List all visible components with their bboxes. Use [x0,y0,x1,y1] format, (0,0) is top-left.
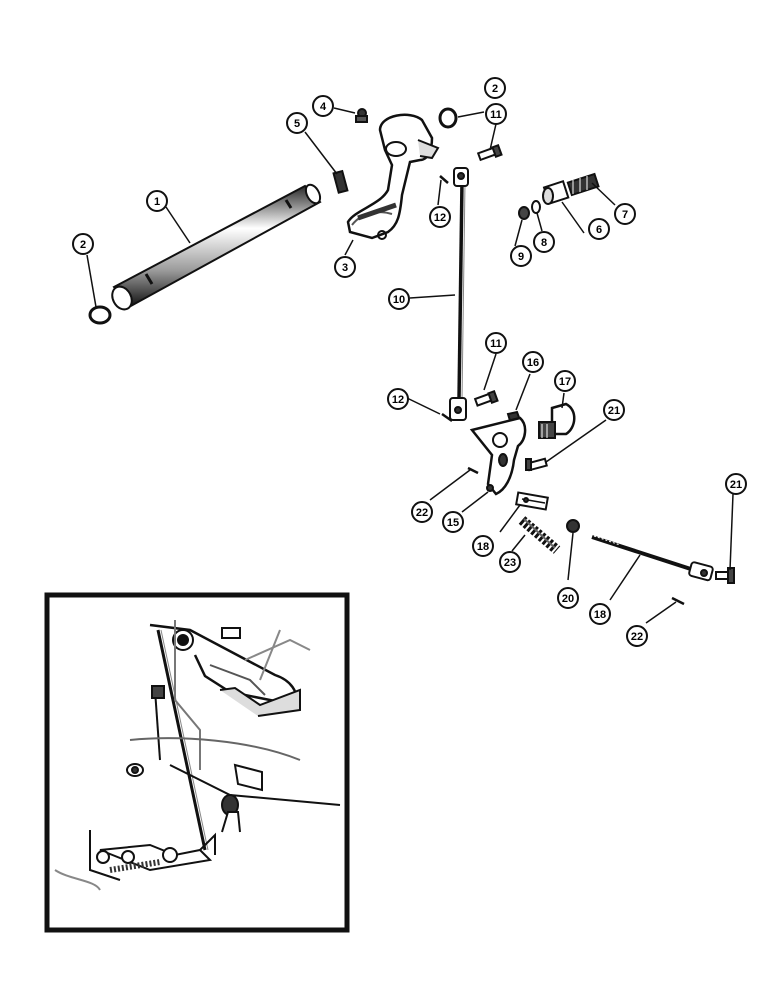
cotter-pin-rod [671,596,685,606]
callout-12-upper: 12 [429,206,451,228]
svg-text:9: 9 [518,251,524,263]
pivot-bolt [566,172,600,197]
snap-ring-right [438,107,458,129]
callout-18-rod: 18 [589,603,611,625]
callout-7: 7 [614,203,636,225]
callout-6: 6 [588,218,610,240]
nut [518,206,530,220]
callout-20: 20 [557,587,579,609]
clevis [515,491,549,511]
svg-text:10: 10 [393,294,405,306]
svg-text:20: 20 [562,593,574,605]
bellcrank [469,416,527,496]
svg-text:16: 16 [527,357,539,369]
leader-lines [86,107,734,624]
pin-rod-end [715,567,735,584]
jam-nut [566,519,580,533]
svg-text:2: 2 [80,239,86,251]
shaft-part [111,183,322,311]
callout-2-left: 2 [72,233,94,255]
inset-illustration [44,592,350,933]
svg-text:1: 1 [154,196,160,208]
callout-1: 1 [146,190,168,212]
stop-knob [538,402,576,439]
svg-text:5: 5 [294,118,300,130]
svg-text:8: 8 [541,237,547,249]
callout-3: 3 [334,256,356,278]
svg-text:11: 11 [490,338,502,350]
pin-bellcrank [525,457,548,472]
svg-text:22: 22 [416,507,428,519]
svg-text:22: 22 [631,631,643,643]
spring-pin [332,169,349,194]
callout-9: 9 [510,245,532,267]
svg-text:2: 2 [492,83,498,95]
callout-21-lower: 21 [725,473,747,495]
link-rod [449,167,469,421]
svg-text:17: 17 [559,376,571,388]
cotter-pin-upper [439,175,449,184]
callout-8: 8 [533,231,555,253]
bushing [542,180,570,205]
clevis-pin-lower [473,389,499,407]
callout-10: 10 [388,288,410,310]
svg-text:3: 3 [342,262,348,274]
callout-4: 4 [312,95,334,117]
callout-12-lower: 12 [387,388,409,410]
pedal-arm [346,113,440,240]
cotter-pin-bellcrank [467,466,479,475]
svg-text:21: 21 [608,405,620,417]
svg-text:4: 4 [320,101,327,113]
grease-fitting [355,108,368,123]
threaded-rod [591,535,714,582]
svg-text:7: 7 [622,209,628,221]
svg-text:18: 18 [477,541,489,553]
callout-18-clevis: 18 [472,535,494,557]
snap-ring-left [88,305,112,325]
svg-text:23: 23 [504,557,516,569]
callout-11-upper: 11 [485,103,507,125]
callout-22-upper: 22 [411,501,433,523]
callout-23: 23 [499,551,521,573]
washer [531,200,541,214]
svg-text:21: 21 [730,479,742,491]
return-spring [518,516,561,554]
callout-22-lower: 22 [626,625,648,647]
svg-text:12: 12 [434,212,446,224]
parts [88,107,735,606]
callouts: 1 2 2 3 4 5 6 7 8 9 10 11 11 12 12 15 16… [72,77,747,647]
clevis-pin-upper [476,143,503,162]
callout-21-upper: 21 [603,399,625,421]
svg-text:18: 18 [594,609,606,621]
callout-16: 16 [522,351,544,373]
callout-2-right: 2 [484,77,506,99]
callout-5: 5 [286,112,308,134]
callout-15: 15 [442,511,464,533]
svg-text:12: 12 [392,394,404,406]
callout-11-lower: 11 [485,332,507,354]
svg-text:15: 15 [447,517,459,529]
svg-text:6: 6 [596,224,602,236]
callout-17: 17 [554,370,576,392]
svg-text:11: 11 [490,109,502,121]
